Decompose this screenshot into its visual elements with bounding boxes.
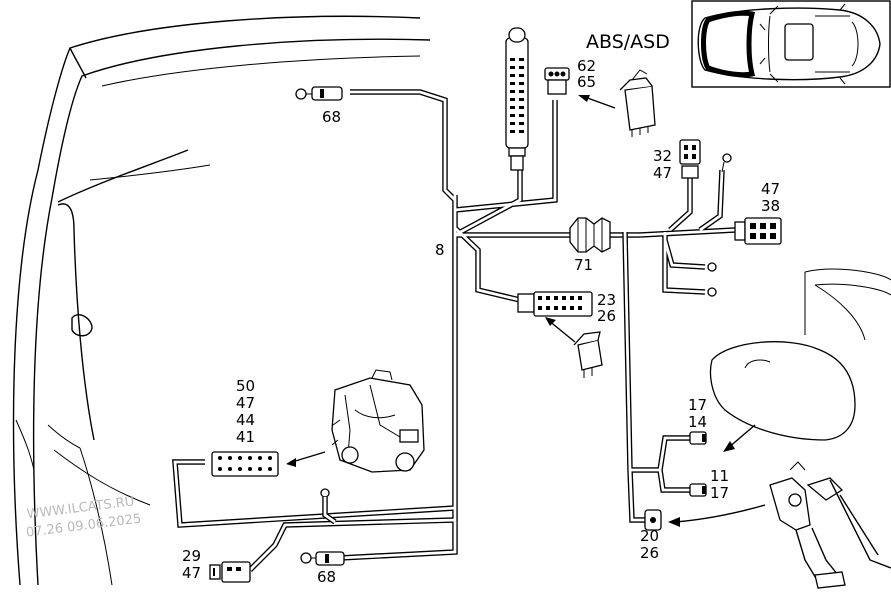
connector-11-17 — [689, 483, 707, 497]
arrowhead-23 — [545, 317, 556, 326]
steering-column-cover — [709, 268, 891, 441]
ring-terminal-top — [721, 153, 732, 173]
connector-50-47-44-41 — [211, 451, 279, 477]
connector-29-47 — [209, 561, 251, 583]
callout-47-b: 47 — [761, 180, 780, 198]
watermark: WWW.ILCATS.RU 07.26 09.06.2025 — [25, 494, 142, 540]
sensor-connector-68-top — [295, 86, 343, 101]
callout-41: 41 — [236, 428, 255, 446]
callout-14: 14 — [688, 413, 707, 431]
callout-11: 11 — [710, 467, 729, 485]
callout-20: 20 — [640, 527, 659, 545]
callout-65: 65 — [577, 73, 596, 91]
callout-50: 50 — [236, 377, 255, 395]
callout-47-a: 47 — [653, 164, 672, 182]
callout-26-b: 26 — [640, 544, 659, 562]
arrowhead-17 — [723, 441, 735, 452]
main-harness — [172, 89, 736, 572]
callout-17-b: 17 — [710, 484, 729, 502]
callout-71: 71 — [574, 256, 593, 274]
arrow-to-50-47-44-41 — [291, 451, 326, 463]
callout-62: 62 — [577, 57, 596, 75]
callout-26-a: 26 — [597, 307, 616, 325]
callout-68-bottom: 68 — [317, 568, 336, 586]
connector-17-14 — [689, 431, 707, 445]
callout-17-a: 17 — [688, 396, 707, 414]
sensor-connector-68-bottom — [300, 551, 345, 566]
relay-23-26 — [573, 331, 603, 378]
callout-68-top: 68 — [322, 108, 341, 126]
callout-38: 38 — [761, 197, 780, 215]
ring-terminals-right — [707, 262, 717, 297]
callout-29: 29 — [182, 547, 201, 565]
arrow-to-20-26 — [674, 504, 766, 523]
connector-32-47 — [679, 139, 701, 179]
callout-44: 44 — [236, 411, 255, 429]
ground-lead — [320, 488, 337, 525]
callout-47-d: 47 — [182, 564, 201, 582]
connector-47-38 — [734, 217, 782, 245]
callout-23: 23 — [597, 291, 616, 309]
arrowhead-62 — [578, 95, 590, 102]
diagram-title: ABS/ASD — [586, 31, 670, 53]
abs-control-unit-icon — [331, 369, 425, 473]
callout-32: 32 — [653, 147, 672, 165]
arrow-to-17-14 — [727, 424, 756, 449]
relay-icon — [619, 69, 656, 137]
connector-23-26 — [517, 291, 593, 317]
connector-62-65 — [544, 67, 570, 95]
callout-8: 8 — [435, 241, 445, 259]
multi-pin-connector — [505, 27, 529, 171]
arrow-to-23-26 — [547, 319, 576, 343]
callout-47-c: 47 — [236, 394, 255, 412]
brake-pedal-switch — [769, 461, 891, 589]
arrowhead-50 — [286, 458, 296, 467]
connector-20-26 — [644, 509, 662, 531]
arrowhead-20 — [668, 517, 680, 527]
grommet-71 — [569, 217, 611, 253]
vehicle-body-outline — [12, 15, 431, 586]
vehicle-location-icon — [691, 0, 891, 88]
